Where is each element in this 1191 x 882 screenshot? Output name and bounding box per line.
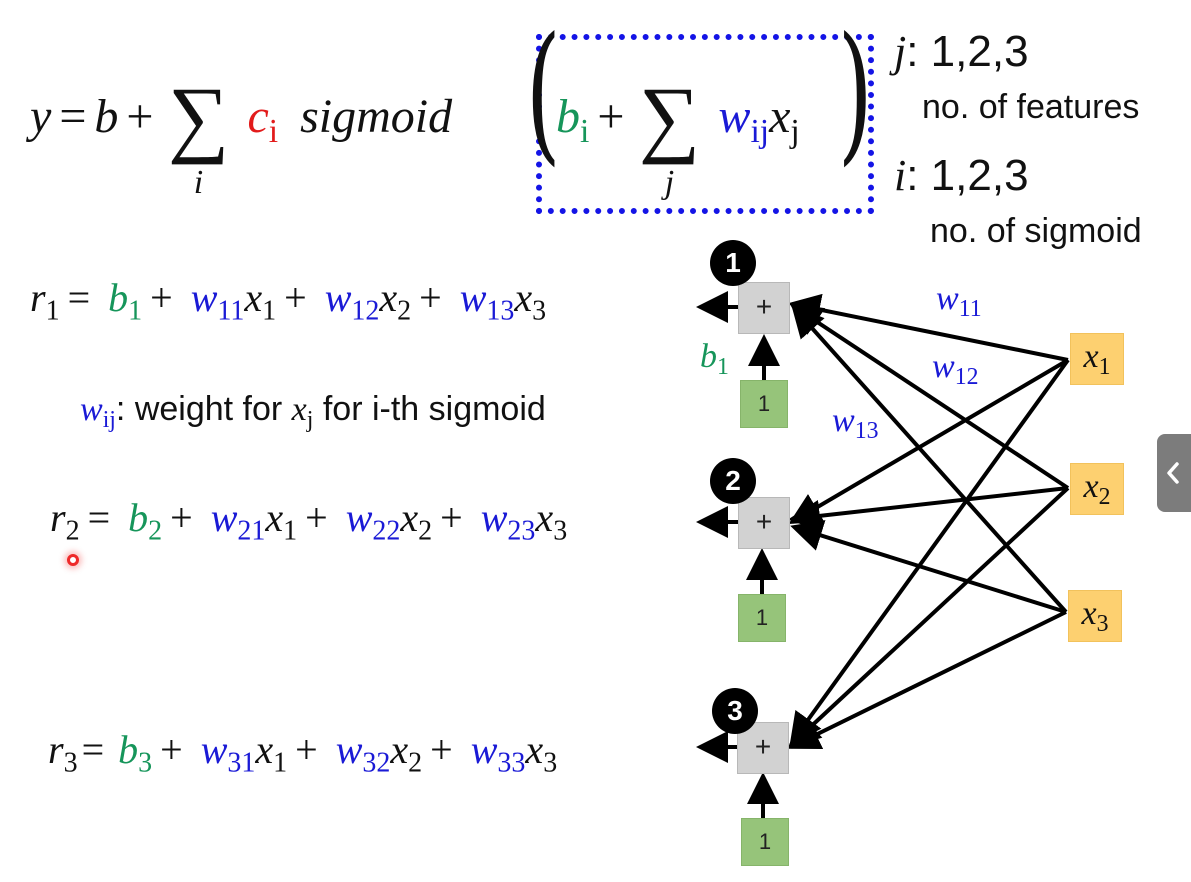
bias-input-node-2: 1 — [738, 594, 786, 642]
edge-x1-to-neuron-3 — [789, 358, 1070, 746]
equation-r3: r3= b3+ w31x1+ w32x2+ w33x3 — [48, 727, 558, 779]
highlight-box — [536, 34, 874, 214]
neuron-badge-3: 3 — [712, 688, 758, 734]
chevron-left-icon — [1167, 462, 1179, 484]
equals-sign: = — [59, 90, 87, 143]
edge-x3-to-neuron-2 — [790, 520, 1067, 614]
sigma-symbol: ∑ — [167, 69, 230, 165]
weight-label-w11: w11 — [936, 280, 982, 323]
legend-i-note: no. of sigmoid — [930, 212, 1142, 250]
bias-input-node-3: 1 — [741, 818, 789, 866]
b-symbol: b — [94, 90, 119, 143]
side-panel-toggle[interactable] — [1157, 434, 1191, 512]
wij-term: wij — [718, 90, 770, 151]
bi-term: bi — [556, 90, 590, 151]
c-coefficient: ci — [247, 90, 279, 151]
weight-label-w12: w12 — [932, 348, 979, 391]
neuron-badge-1: 1 — [710, 240, 756, 286]
legend-j-note: no. of features — [922, 88, 1140, 126]
legend-j: j: 1,2,3 — [894, 27, 1029, 76]
bias-input-node-1: 1 — [740, 380, 788, 428]
xj-term: xj — [769, 90, 800, 151]
input-node-x2: x2 — [1070, 463, 1124, 515]
left-paren: ( — [525, 6, 561, 180]
edge-x2-to-neuron-2 — [788, 486, 1069, 532]
sum-index-i: i — [193, 164, 204, 201]
plus-sign: + — [597, 90, 625, 143]
edge-x3-to-neuron-3 — [787, 610, 1067, 750]
input-node-x1: x1 — [1070, 333, 1124, 385]
equation-r2: r2= b2+ w21x1+ w22x2+ w23x3 — [50, 495, 568, 547]
right-paren: ) — [837, 6, 873, 180]
weight-label-w13: w13 — [832, 402, 879, 445]
bias-label-b1: b1 — [700, 338, 729, 381]
sum-over-i: ∑i — [167, 60, 229, 201]
edge-x2-to-neuron-3 — [788, 486, 1070, 748]
sum-node-1: + — [738, 282, 790, 334]
edge-x1-to-neuron-2 — [788, 358, 1070, 525]
edge-x1-to-neuron-1 — [788, 293, 1069, 362]
sigma-symbol: ∑ — [638, 69, 701, 165]
inner-formula: bi+∑j wijxj — [556, 60, 800, 201]
sigmoid-word: sigmoid — [300, 90, 453, 143]
main-formula: y=b+∑i ci sigmoid — [30, 60, 453, 201]
plus-sign: + — [126, 90, 154, 143]
sum-node-2: + — [738, 497, 790, 549]
input-node-x3: x3 — [1068, 590, 1122, 642]
equation-r1: r1= b1+ w11x1+ w12x2+ w13x3 — [30, 275, 547, 327]
sum-index-j: j — [664, 164, 675, 201]
cursor-indicator — [67, 554, 79, 566]
legend-i: i: 1,2,3 — [894, 151, 1029, 200]
weight-definition: wij: weight for xj for i-th sigmoid — [80, 390, 546, 434]
neuron-badge-2: 2 — [710, 458, 756, 504]
edge-x2-to-neuron-1 — [789, 303, 1070, 490]
y-symbol: y — [30, 90, 52, 143]
sum-over-j: ∑j — [638, 60, 700, 201]
edge-x3-to-neuron-1 — [791, 305, 1068, 614]
